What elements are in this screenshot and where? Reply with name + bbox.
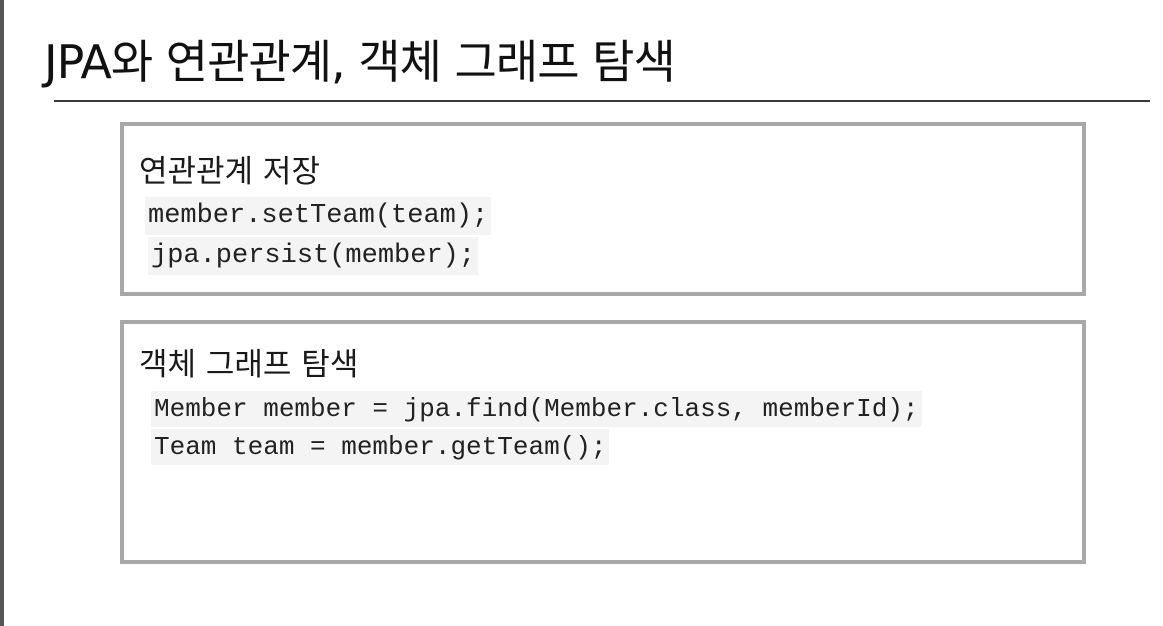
code-line: Team team = member.getTeam(); [151, 429, 610, 465]
box-heading: 연관관계 저장 [139, 154, 320, 190]
save-relationship-box: 연관관계 저장 member.setTeam(team); jpa.persis… [120, 122, 1086, 296]
graph-navigation-box: 객체 그래프 탐색 Member member = jpa.find(Membe… [120, 320, 1086, 564]
slide-title: JPA와 연관관계, 객체 그래프 탐색 [44, 35, 676, 89]
code-line: Member member = jpa.find(Member.class, m… [151, 391, 922, 427]
code-line: jpa.persist(member); [148, 237, 479, 275]
title-divider [54, 100, 1150, 102]
code-line: member.setTeam(team); [145, 197, 492, 235]
box-heading: 객체 그래프 탐색 [139, 347, 359, 383]
window-left-edge [0, 0, 4, 626]
